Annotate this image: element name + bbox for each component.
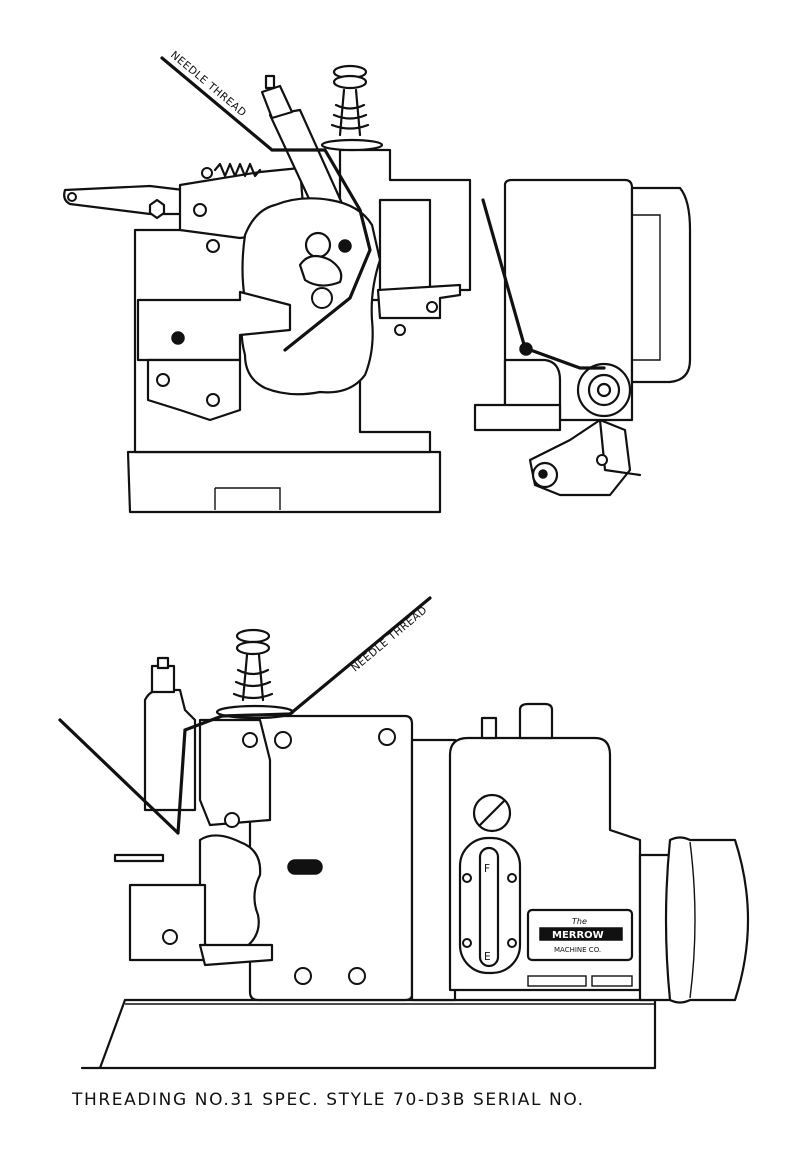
tension-wheel-hub [596,382,612,398]
lower-screw-1 [156,373,170,387]
nameplate-brand: MERROW [552,930,604,941]
looper-dot [538,469,548,479]
cutaway-window-top [240,197,382,396]
sight-screw-1 [462,873,472,883]
needle-thread-bottom-left [58,714,224,835]
sight-screw-4 [507,938,517,948]
lower-screw-2 [206,393,220,407]
end-foot [473,403,562,432]
diagram-caption: THREADING NO.31 SPEC. STYLE 70-D3B SERIA… [72,1090,585,1110]
eccentric-pin [338,239,352,253]
presser-bar [198,718,272,827]
front-plate-screw [162,929,178,945]
presser-screw [242,732,258,748]
sight-mark-f: F [484,863,491,875]
tension-spring [213,162,262,178]
middle-frame [410,738,457,1002]
presser-screw-2 [224,812,240,828]
needle-thread-label-bottom: NEEDLE THREAD [349,604,430,674]
take-up-lever [298,254,343,287]
housing-screw-3 [294,967,312,985]
tension-post-bottom [215,628,295,720]
top-right-end-view [473,178,692,497]
sight-screw-2 [507,873,517,883]
front-plate [128,883,207,962]
throat-screw-2 [394,324,406,336]
needle-bar-tip [264,74,276,90]
base-slot-top [214,487,281,510]
nameplate-sub: MACHINE CO. [554,946,601,954]
machine-bed [80,998,657,1070]
housing-screw-4 [348,967,366,985]
needle-thread-bottom-right [220,596,432,718]
screw-housing-1 [193,203,207,217]
oil-plug [480,716,498,740]
main-housing-bottom [248,714,414,1002]
presser-knob [171,331,185,345]
throat-screw-1 [426,301,438,313]
end-cover [630,186,692,384]
thread-guide-top [358,208,370,242]
cloth-plate [113,853,165,863]
sight-screw-3 [462,938,472,948]
tension-post-top [320,64,384,152]
nameplate-band [539,927,623,941]
pulley-wheel [664,836,750,1004]
sight-mark-e: E [484,951,491,963]
lever-pivot [67,192,77,202]
bottom-front-view: F E The MERROW MACHINE CO. [58,596,750,1070]
serial-plate-1 [527,975,587,987]
throat-plate-top [376,283,462,320]
looper-screw [596,454,608,466]
eccentric-large [304,231,332,259]
adjust-dial-slot [478,799,506,827]
machine-base-top [126,450,442,514]
serial-plate-2 [591,975,633,987]
needle-bar-cap [260,84,294,120]
housing-screw-2 [378,728,396,746]
thread-eyelet-end [519,342,533,356]
needle-head-knob [156,656,170,670]
screw-housing-2 [206,239,220,253]
cutaway-window-bottom [198,834,262,952]
housing-screw-1 [274,731,292,749]
needle-head-cap [150,664,176,694]
sight-glass [478,846,500,968]
looper-arm [598,418,642,477]
oil-slot [287,859,323,875]
top-left-side-view: NEEDLE THREAD [63,49,472,514]
needle-thread-label-top: NEEDLE THREAD [168,49,249,119]
hex-nut [148,198,166,220]
pulley-groove [689,841,696,999]
spring-anchor [201,167,213,179]
feed-dog [198,943,274,967]
oil-cup [518,702,554,740]
nameplate-script: The [572,917,587,926]
needle-thread-end-view [481,198,606,370]
cutaway-screw [311,287,333,309]
end-cover-inner [632,214,661,361]
needle-head [143,688,197,812]
